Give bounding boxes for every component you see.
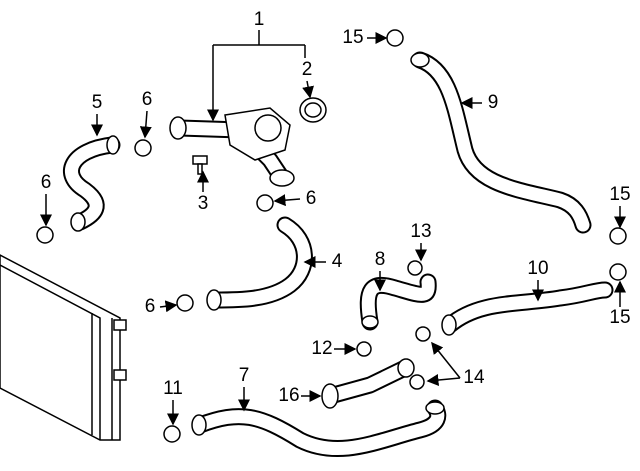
callout-16: 16 (278, 385, 299, 406)
callout-2: 2 (302, 59, 313, 80)
callout-1: 1 (254, 9, 265, 30)
callout-15: 15 (609, 307, 630, 328)
callout-13: 13 (410, 221, 431, 242)
callout-6: 6 (142, 89, 153, 110)
hose-8 (359, 273, 437, 331)
callout-6: 6 (145, 296, 156, 317)
callout-15: 15 (342, 27, 363, 48)
callout-9: 9 (488, 92, 499, 113)
callout-5: 5 (92, 92, 103, 113)
water-pipe (321, 358, 415, 409)
hose-9 (410, 51, 592, 234)
thermostat-housing (169, 107, 295, 187)
hose-10 (441, 281, 614, 336)
bolt (192, 155, 208, 175)
callout-6: 6 (306, 188, 317, 209)
callout-15: 15 (609, 184, 630, 205)
callout-7: 7 (239, 365, 250, 386)
hose-4 (206, 216, 313, 311)
callout-10: 10 (527, 258, 548, 279)
callout-4: 4 (332, 251, 343, 272)
callout-11: 11 (163, 378, 183, 399)
callout-14: 14 (463, 367, 485, 388)
hose-7 (191, 399, 447, 458)
radiator (0, 254, 127, 441)
callout-3: 3 (198, 193, 209, 214)
callout-12: 12 (311, 338, 332, 359)
callout-6: 6 (41, 172, 52, 193)
clamps (36, 29, 627, 443)
leader-lines (40, 30, 626, 426)
hose-5 (63, 135, 121, 232)
callout-8: 8 (375, 249, 386, 270)
